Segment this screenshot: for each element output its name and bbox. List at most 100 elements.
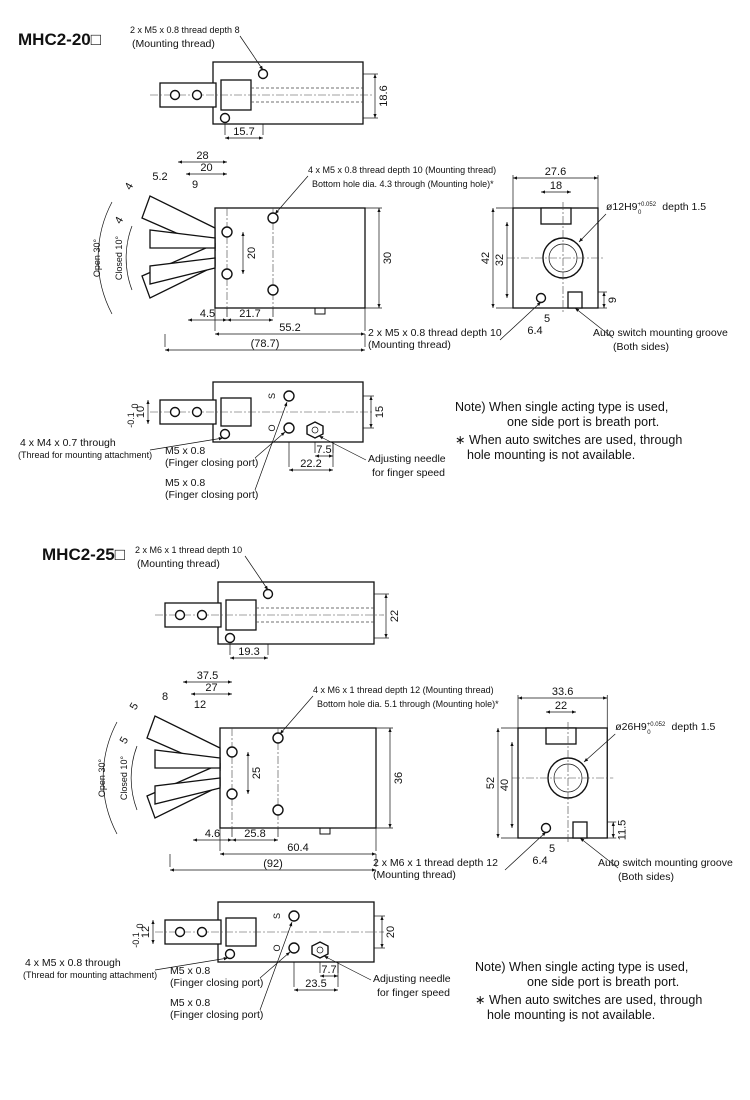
auto-switch-groove <box>567 291 583 309</box>
leader-line <box>244 555 269 591</box>
port1-callout-2: (Finger closing port) <box>165 457 258 469</box>
dim-top-b: 20 <box>200 162 212 174</box>
side-dim-6-4: 6.4 <box>532 855 547 867</box>
port-s <box>283 390 295 402</box>
dim-top-e: 4 <box>123 181 136 192</box>
model-title-mhc2-20: MHC2-20□ <box>18 30 102 49</box>
bottom-needle-dim: 7.7 <box>321 964 336 976</box>
leader-line <box>323 955 372 981</box>
needle-callout-1: Adjusting needle <box>368 453 446 465</box>
bottom-tol-upper: 0 <box>130 403 140 408</box>
front-dim-holes: 21.7 <box>239 308 260 320</box>
note-block-mhc2-20: Note) When single acting type is used, o… <box>455 400 682 463</box>
needle-callout-2: for finger speed <box>372 467 445 479</box>
port1-callout-1: M5 x 0.8 <box>165 445 205 457</box>
front-view-body <box>214 207 366 309</box>
dim-top-d: 9 <box>192 179 198 191</box>
top-view-width-dim: 15.7 <box>233 126 254 138</box>
dim-top-f: 4 <box>113 215 126 226</box>
needle-callout-2: for finger speed <box>377 987 450 999</box>
hole-circle <box>196 926 208 938</box>
note-line: one side port is breath port. <box>527 975 680 989</box>
hole-circle <box>174 926 186 938</box>
bottom-needle-dim: 7.5 <box>316 444 331 456</box>
side-thread-callout-1: 2 x M6 x 1 thread depth 12 <box>373 857 498 869</box>
section-mhc2-20: 2 x M5 x 0.8 thread depth 8(Mounting thr… <box>18 25 728 501</box>
port2-callout-1: M5 x 0.8 <box>165 477 205 489</box>
front-view-body <box>219 727 377 829</box>
bore-depth: depth 1.5 <box>669 721 716 733</box>
front-dim-holes: 25.8 <box>244 828 265 840</box>
open-angle-label: Open 30° <box>92 239 102 278</box>
groove-callout-1: Auto switch mounting groove <box>593 327 728 339</box>
callout-label: (Mounting thread) <box>137 558 220 570</box>
side-dim-mid: 32 <box>494 254 506 266</box>
front-dim-body: 55.2 <box>279 322 300 334</box>
side-view-slot <box>545 727 577 745</box>
finger-upper-closed <box>149 229 216 249</box>
side-dim-6-4: 6.4 <box>527 325 542 337</box>
leader-line <box>574 307 614 339</box>
hole-circle <box>169 406 181 418</box>
port-mark-o: O <box>267 424 277 431</box>
leader-line <box>254 401 288 491</box>
attachment-thread-hole <box>224 948 236 960</box>
leader-line <box>239 35 264 71</box>
front-mount-hole <box>221 268 233 280</box>
closed-angle-label: Closed 10° <box>114 236 124 281</box>
dim-top-f: 5 <box>118 735 131 746</box>
side-dim-outer: 33.6 <box>552 686 573 698</box>
bore-tol-upper: +0.052 <box>638 202 657 208</box>
hole-circle <box>174 609 186 621</box>
front-mount-hole <box>267 212 279 224</box>
bottom-tol-upper: 0 <box>135 923 145 928</box>
section-mhc2-25: 2 x M6 x 1 thread depth 10(Mounting thre… <box>23 545 733 1021</box>
needle-stub <box>314 308 326 315</box>
front-view-fingers <box>146 715 221 819</box>
note-line: one side port is breath port. <box>507 415 660 429</box>
mount-callout-2: Bottom hole dia. 4.3 through (Mounting h… <box>312 179 494 189</box>
mounting-thread-hole <box>224 632 236 644</box>
bore-depth: depth 1.5 <box>659 201 706 213</box>
adjusting-needle <box>311 941 329 959</box>
open-angle-label: Open 30° <box>97 759 107 798</box>
mount-callout-2: Bottom hole dia. 5.1 through (Mounting h… <box>317 699 499 709</box>
leader-line <box>149 437 224 451</box>
side-dim-groove: 9 <box>607 297 619 303</box>
bore-tol-upper: +0.052 <box>647 722 666 728</box>
finger-lower-closed <box>149 257 216 285</box>
side-thread-callout-1: 2 x M5 x 0.8 thread depth 10 <box>368 327 502 339</box>
note-line: Note) When single acting type is used, <box>475 960 689 974</box>
groove-callout-1: Auto switch mounting groove <box>598 857 733 869</box>
port2-callout-2: (Finger closing port) <box>165 489 258 501</box>
leader-line <box>579 837 619 869</box>
bottom-height-dim: 15 <box>374 406 386 418</box>
front-mount-hole <box>272 804 284 816</box>
attach-callout-2: (Thread for mounting attachment) <box>18 450 152 460</box>
leader-line <box>279 695 314 735</box>
side-dim-5: 5 <box>544 313 550 325</box>
callout-label: (Mounting thread) <box>132 38 215 50</box>
port-o <box>288 942 300 954</box>
top-view-width-dim: 19.3 <box>238 646 259 658</box>
front-dim-offset: 4.6 <box>205 828 220 840</box>
port2-callout-1: M5 x 0.8 <box>170 997 210 1009</box>
open-angle-arc <box>97 201 113 315</box>
model-title-mhc2-25: MHC2-25□ <box>42 545 126 564</box>
front-dim-total: (92) <box>263 858 283 870</box>
top-view: 2 x M5 x 0.8 thread depth 8(Mounting thr… <box>130 25 390 140</box>
finger-lower-closed <box>154 777 221 805</box>
note-line: hole mounting is not available. <box>467 448 636 462</box>
dim-top-a: 28 <box>196 150 208 162</box>
port1-callout-2: (Finger closing port) <box>170 977 263 989</box>
side-thread-callout-2: (Mounting thread) <box>373 869 456 881</box>
note-line: ∗ When auto switches are used, through <box>455 433 683 447</box>
leader-line <box>154 957 229 971</box>
dim-top-b: 27 <box>205 682 217 694</box>
